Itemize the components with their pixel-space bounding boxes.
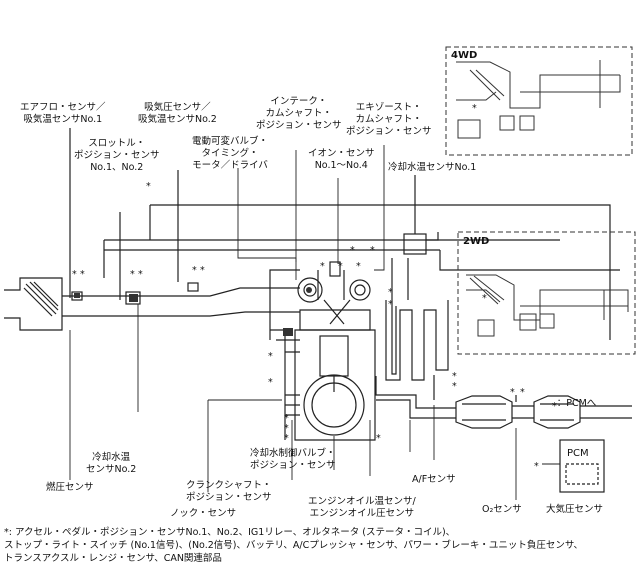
label-line: 吸気温センサNo.1 xyxy=(23,114,103,125)
mark: ⁎ xyxy=(284,420,289,431)
label-line: ポジション・センサ xyxy=(346,126,432,137)
label-line: 冷却水温 xyxy=(92,452,131,463)
label-line: 吸気温センサNo.2 xyxy=(138,114,217,125)
label-coolant-sensor-1: 冷却水温センサNo.1 xyxy=(388,162,477,173)
label-fuel-pressure-sensor: 燃圧センサ xyxy=(46,482,94,493)
mark: ⁎ xyxy=(534,458,539,469)
label-af-sensor: A/Fセンサ xyxy=(412,474,456,485)
label-line: エキゾースト・ xyxy=(355,102,422,113)
label-line: No.1、No.2 xyxy=(90,162,144,173)
intake-duct xyxy=(62,282,300,317)
footnote-line-1: *: アクセル・ペダル・ポジション・センサNo.1、No.2、IG1リレー、オル… xyxy=(4,527,456,538)
coolant-passages xyxy=(385,300,449,381)
label-line: ポジション・センサ xyxy=(250,460,336,471)
fourwd-box xyxy=(445,46,633,156)
label-coolant-valve-sensor: 冷却水制御バルブ・ ポジション・センサ xyxy=(250,448,336,472)
label-line: 吸気圧センサ／ xyxy=(144,102,211,113)
label-ion-sensor: イオン・センサ No.1～No.4 xyxy=(308,148,375,172)
label-line: ポジション・センサ xyxy=(74,150,160,161)
label-coolant-sensor-2: 冷却水温 センサNo.2 xyxy=(86,452,136,476)
label-line: イオン・センサ xyxy=(308,148,375,159)
label-line: インテーク・ xyxy=(270,96,328,107)
mark: ⁎ xyxy=(376,430,381,441)
label-oil-sensor: エンジンオイル温センサ/ エンジンオイル圧センサ xyxy=(308,496,416,520)
label-line: カムシャフト・ xyxy=(355,114,423,125)
mark: ⁎ xyxy=(138,266,143,277)
label-2wd: 2WD xyxy=(463,236,490,247)
legend-pcm: ⁎：PCMへ xyxy=(552,398,597,409)
label-4wd: 4WD xyxy=(451,50,478,61)
label-intake-cam-sensor: インテーク・ カムシャフト・ ポジション・センサ xyxy=(256,96,342,132)
mark: ⁎ xyxy=(146,178,151,189)
mark: ⁎ xyxy=(130,266,135,277)
label-line: エンジンオイル圧センサ xyxy=(309,508,415,519)
cylinder-block xyxy=(284,329,376,441)
mark: ⁎ xyxy=(350,242,355,253)
label-o2-sensor: O₂センサ xyxy=(482,504,522,515)
label-line: スロットル・ xyxy=(88,138,146,149)
label-throttle-sensor: スロットル・ ポジション・センサ No.1、No.2 xyxy=(74,138,160,174)
label-pcm: PCM xyxy=(567,448,589,459)
mark: ⁎ xyxy=(284,410,289,421)
label-line: No.1～No.4 xyxy=(314,160,368,171)
mark: ⁎ xyxy=(320,258,325,269)
cylinder-head xyxy=(297,261,371,331)
label-line: 電動可変バルブ・ xyxy=(192,136,269,147)
label-vvt-motor: 電動可変バルブ・ タイミング・ モータ／ドライバ xyxy=(192,136,268,172)
twowd-box xyxy=(457,231,636,355)
air-cleaner xyxy=(4,277,63,331)
label-line: エンジンオイル温センサ/ xyxy=(308,496,416,507)
label-line: クランクシャフト・ xyxy=(186,480,272,491)
mark: ⁎ xyxy=(268,348,273,359)
mark: ⁎ xyxy=(370,242,375,253)
label-line: ポジション・センサ xyxy=(186,492,272,503)
mark: ⁎ xyxy=(520,384,525,395)
mark: ⁎ xyxy=(472,100,477,111)
mark: ⁎ xyxy=(192,262,197,273)
mark: ⁎ xyxy=(388,284,393,295)
label-line: タイミング・ xyxy=(201,148,259,159)
mark: ⁎ xyxy=(452,378,457,389)
footnote-line-2: ストップ・ライト・スイッチ (No.1信号)、(No.2信号)、バッテリ、A/C… xyxy=(4,540,584,551)
label-map-sensor: 吸気圧センサ／ 吸気温センサNo.2 xyxy=(138,102,217,126)
mark: ⁎ xyxy=(510,384,515,395)
mark: ⁎ xyxy=(482,290,487,301)
mark: ⁎ xyxy=(388,296,393,307)
mark: ⁎ xyxy=(72,266,77,277)
label-exhaust-cam-sensor: エキゾースト・ カムシャフト・ ポジション・センサ xyxy=(346,102,432,138)
mark: ⁎ xyxy=(268,374,273,385)
mark: ⁎ xyxy=(80,266,85,277)
mark: ⁎ xyxy=(338,258,343,269)
label-line: センサNo.2 xyxy=(86,464,137,475)
label-airflow-sensor: エアフロ・センサ／ 吸気温センサNo.1 xyxy=(20,102,106,126)
mark: ⁎ xyxy=(200,262,205,273)
label-line: エアフロ・センサ／ xyxy=(20,102,106,113)
label-baro-sensor: 大気圧センサ xyxy=(546,504,604,515)
label-line: カムシャフト・ xyxy=(265,108,333,119)
mark: ⁎ xyxy=(284,430,289,441)
mark: ⁎ xyxy=(356,258,361,269)
mark: ⁎ xyxy=(452,368,457,379)
label-line: モータ／ドライバ xyxy=(192,160,268,171)
label-line: 冷却水制御バルブ・ xyxy=(250,448,336,459)
label-knock-sensor: ノック・センサ xyxy=(170,508,237,519)
label-crank-sensor: クランクシャフト・ ポジション・センサ xyxy=(186,480,272,504)
exhaust-pipe xyxy=(375,376,632,429)
label-line: ポジション・センサ xyxy=(256,120,342,131)
footnote-line-3: トランスアクスル・レンジ・センサ、CAN関連部品 xyxy=(4,553,222,564)
